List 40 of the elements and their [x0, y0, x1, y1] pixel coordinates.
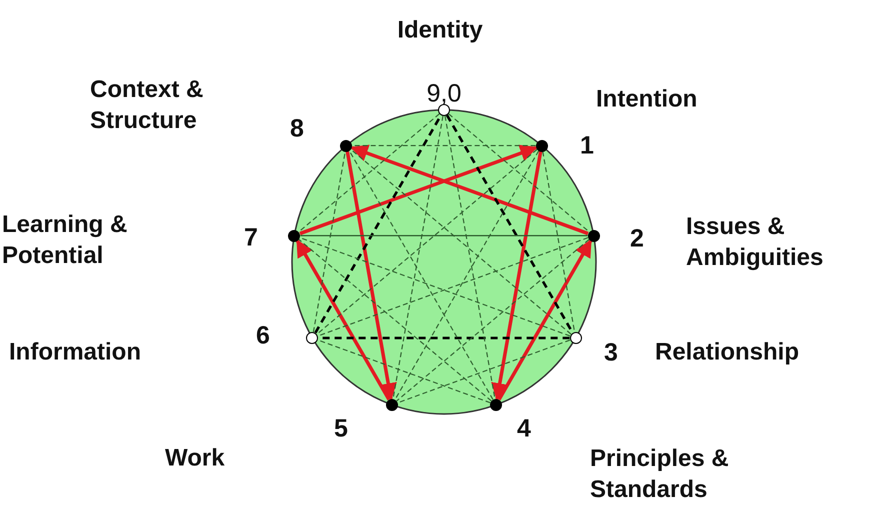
- point-label: Information: [9, 338, 142, 368]
- point-number: 3: [604, 338, 618, 368]
- chord-line: [312, 151, 346, 332]
- point-number: 2: [630, 224, 644, 254]
- chord-line: [318, 340, 491, 404]
- chord-line: [397, 340, 570, 404]
- arrow: [497, 239, 592, 401]
- point-label: Relationship: [655, 338, 800, 368]
- chord-line: [542, 151, 576, 332]
- chord-line: [316, 149, 538, 335]
- arrow: [296, 239, 391, 401]
- point-number: 8: [290, 114, 304, 144]
- point-label: Work: [165, 444, 226, 474]
- point-label: Principles & Standards: [590, 444, 730, 505]
- point-number: 6: [256, 322, 270, 350]
- point-label: Issues & Ambiguities: [686, 212, 824, 273]
- point-number: 4: [517, 414, 531, 444]
- chord-line: [396, 239, 590, 402]
- chord-line: [348, 150, 494, 400]
- point-label: Identity: [396, 16, 484, 46]
- chord-line: [448, 113, 590, 232]
- point-number: 9,0: [426, 80, 462, 108]
- point-number: 7: [244, 223, 258, 252]
- point-number: 1: [580, 131, 594, 160]
- chord-line: [352, 145, 536, 146]
- arrow: [299, 144, 538, 236]
- point-label: Intention: [596, 84, 698, 114]
- chord-line: [298, 113, 440, 232]
- chord-line: [298, 239, 492, 402]
- chord-line: [392, 116, 444, 400]
- arrow: [346, 151, 397, 401]
- chord-line: [350, 149, 572, 335]
- chord-line: [444, 116, 496, 400]
- chord-line: [300, 234, 588, 236]
- point-label: Learning & Potential: [2, 210, 128, 271]
- arrow: [350, 144, 589, 236]
- point-label: Context & Structure: [90, 75, 204, 136]
- point-number: 5: [334, 414, 348, 444]
- chord-line: [394, 150, 540, 400]
- arrow: [491, 151, 542, 401]
